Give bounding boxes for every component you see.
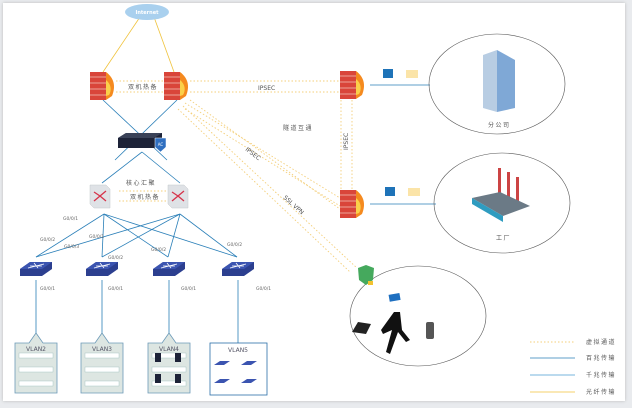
- ac-controller-icon[interactable]: AC: [118, 133, 167, 153]
- core-switch-icon[interactable]: [167, 184, 189, 209]
- lan-links: [35, 84, 436, 343]
- svg-text:G0/0/1: G0/0/1: [181, 286, 196, 292]
- tablet-icon: [388, 293, 401, 302]
- ipsec-label: IPSEC: [258, 85, 275, 92]
- folder-icon: [408, 188, 420, 196]
- vlan3-group[interactable]: VLAN3: [80, 332, 124, 394]
- access-point-icon: [214, 361, 257, 383]
- vlan4-group[interactable]: VLAN4: [147, 332, 191, 394]
- monitor-icon: [385, 187, 395, 196]
- svg-text:G0/0/1: G0/0/1: [89, 234, 104, 240]
- port-labels: G0/0/1 G0/0/2 G0/0/3 G0/0/1 G0/0/2 G0/0/…: [40, 216, 271, 292]
- svg-text:G0/0/1: G0/0/1: [63, 216, 78, 222]
- network-diagram: Internet 双机热备 IPSEC AC 核心汇聚 双机热备 隧道互通 IP…: [14, 4, 616, 396]
- svg-text:VLAN5: VLAN5: [228, 347, 248, 354]
- legend-label: 千兆传输: [586, 371, 616, 379]
- laptop-icon: [352, 322, 371, 334]
- office-building-icon: [483, 50, 515, 112]
- internet-cloud[interactable]: Internet: [125, 4, 169, 20]
- svg-text:G0/0/1: G0/0/1: [40, 286, 55, 292]
- ipsec-diagonal-label: IPSEC: [244, 146, 262, 162]
- branch-site[interactable]: [428, 33, 566, 135]
- access-switch-icon[interactable]: [85, 261, 119, 277]
- fiber-links: [102, 16, 175, 73]
- core-ha-label: 双机热备: [130, 193, 160, 201]
- ha-label: 双机热备: [128, 83, 158, 91]
- core-label: 核心汇聚: [126, 179, 156, 187]
- mobile-users-site[interactable]: [349, 265, 487, 367]
- svg-text:G0/0/2: G0/0/2: [40, 237, 55, 243]
- branch-label: 分公司: [488, 121, 511, 129]
- factory-site[interactable]: [433, 152, 571, 254]
- ssl-vpn-label: SSL VPN: [282, 194, 305, 216]
- virtual-links: [116, 80, 358, 273]
- vlan5-group[interactable]: VLAN5: [209, 342, 268, 396]
- ac-label: AC: [158, 142, 164, 147]
- svg-text:G0/0/3: G0/0/3: [64, 244, 79, 250]
- svg-text:G0/0/1: G0/0/1: [256, 286, 271, 292]
- firewall-icon[interactable]: [163, 71, 189, 101]
- core-switch-icon[interactable]: [89, 184, 111, 209]
- svg-text:G0/0/1: G0/0/1: [108, 286, 123, 292]
- shield-icon: [358, 265, 374, 285]
- svg-text:G0/0/2: G0/0/2: [227, 242, 242, 248]
- phone-icon: [426, 322, 434, 339]
- svg-text:VLAN2: VLAN2: [26, 346, 46, 353]
- folder-icon: [406, 70, 418, 78]
- tunnel-label: 隧道互通: [283, 124, 313, 132]
- diagram-canvas: Internet 双机热备 IPSEC AC 核心汇聚 双机热备 隧道互通 IP…: [3, 3, 625, 401]
- branch-firewall-icon[interactable]: [339, 70, 365, 100]
- businessman-icon: [381, 312, 410, 354]
- factory-label: 工厂: [496, 235, 511, 242]
- legend: 虚拟通道 百兆传输 千兆传输 光纤传输: [530, 338, 616, 396]
- svg-text:VLAN4: VLAN4: [159, 346, 179, 353]
- firewall-icon[interactable]: [89, 71, 115, 101]
- legend-label: 百兆传输: [586, 354, 616, 362]
- vlan2-group[interactable]: VLAN2: [14, 332, 58, 394]
- svg-text:VLAN3: VLAN3: [92, 346, 112, 353]
- lock-icon: [368, 281, 373, 285]
- svg-text:G0/0/2: G0/0/2: [151, 247, 166, 253]
- access-switch-icon[interactable]: [152, 261, 186, 277]
- factory-icon: [472, 168, 530, 222]
- access-switch-icon[interactable]: [221, 261, 255, 277]
- legend-label: 虚拟通道: [586, 338, 616, 346]
- internet-label: Internet: [135, 10, 159, 16]
- ipsec-vertical-label: IPSEC: [343, 133, 350, 150]
- factory-firewall-icon[interactable]: [339, 189, 365, 219]
- svg-text:G0/0/2: G0/0/2: [108, 255, 123, 261]
- access-switch-icon[interactable]: [19, 261, 53, 277]
- legend-label: 光纤传输: [586, 388, 616, 396]
- monitor-icon: [383, 69, 393, 78]
